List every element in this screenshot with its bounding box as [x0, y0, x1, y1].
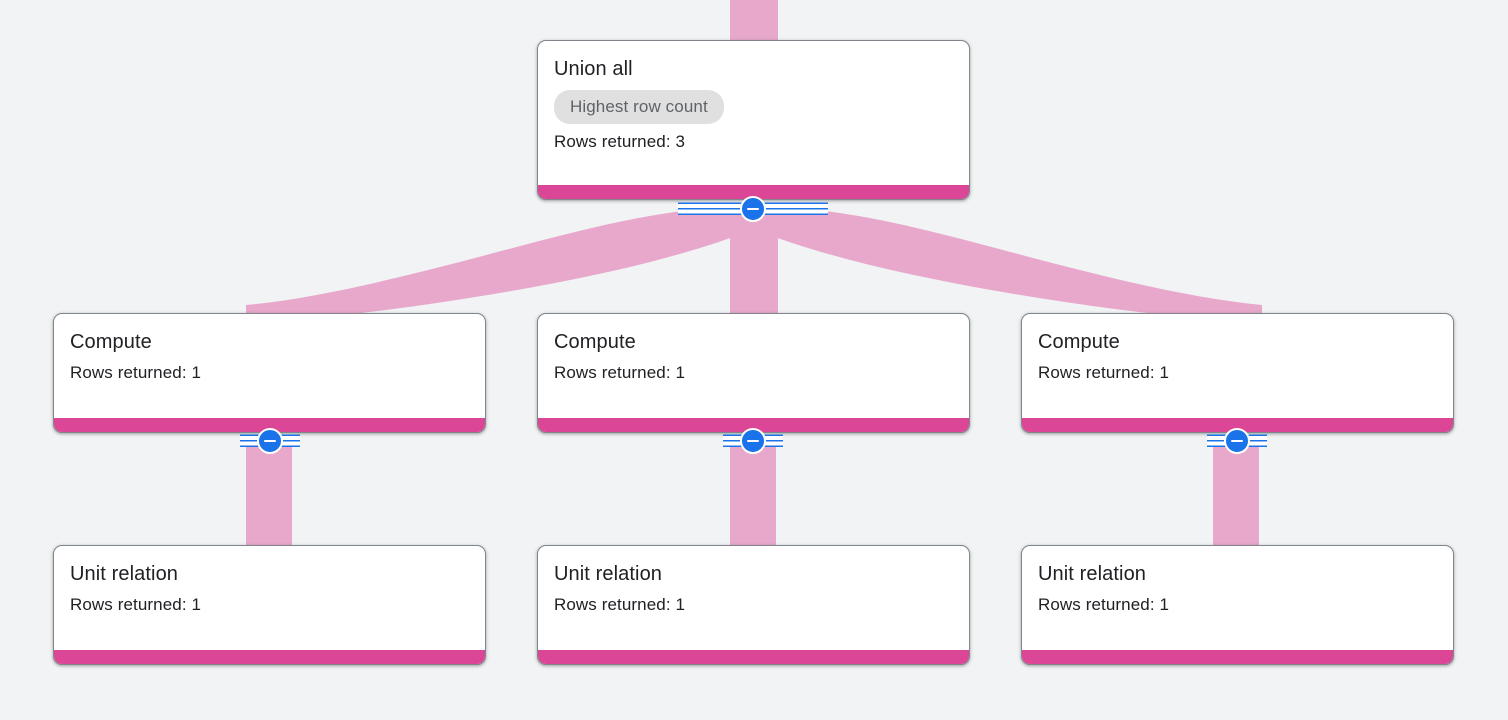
- collapse-toggle-compute-middle[interactable]: [723, 427, 783, 455]
- node-body: Union all Highest row count Rows returne…: [538, 41, 969, 185]
- minus-icon[interactable]: [1224, 428, 1250, 454]
- edge-union-to-compute-right: [778, 208, 1262, 330]
- minus-icon[interactable]: [740, 196, 766, 222]
- node-body: Unit relation Rows returned: 1: [538, 546, 969, 650]
- node-body: Unit relation Rows returned: 1: [54, 546, 485, 650]
- node-compute-middle[interactable]: Compute Rows returned: 1: [537, 313, 970, 433]
- node-rows-returned: Rows returned: 1: [70, 595, 202, 614]
- node-compute-right[interactable]: Compute Rows returned: 1: [1021, 313, 1454, 433]
- node-body: Compute Rows returned: 1: [538, 314, 969, 418]
- node-rows-returned: Rows returned: 1: [1038, 595, 1170, 614]
- node-title: Unit relation: [554, 563, 663, 585]
- node-accent-bar: [538, 650, 969, 664]
- status-badge: Highest row count: [554, 90, 724, 124]
- edge-compute-right-to-unit-right: [1213, 440, 1259, 550]
- node-title: Unit relation: [70, 563, 179, 585]
- node-accent-bar: [1022, 650, 1453, 664]
- node-body: Unit relation Rows returned: 1: [1022, 546, 1453, 650]
- node-unit-relation-middle[interactable]: Unit relation Rows returned: 1: [537, 545, 970, 665]
- node-title: Union all: [554, 58, 633, 80]
- node-rows-returned: Rows returned: 1: [70, 363, 202, 382]
- edge-union-to-compute-left: [246, 208, 730, 330]
- node-accent-bar: [54, 418, 485, 432]
- node-compute-left[interactable]: Compute Rows returned: 1: [53, 313, 486, 433]
- node-title: Compute: [70, 331, 152, 353]
- node-title: Compute: [1038, 331, 1120, 353]
- node-accent-bar: [1022, 418, 1453, 432]
- node-unit-relation-right[interactable]: Unit relation Rows returned: 1: [1021, 545, 1454, 665]
- node-rows-returned: Rows returned: 1: [554, 363, 686, 382]
- node-union-all[interactable]: Union all Highest row count Rows returne…: [537, 40, 970, 200]
- collapse-toggle-compute-left[interactable]: [240, 427, 300, 455]
- node-rows-returned: Rows returned: 3: [554, 132, 686, 151]
- node-accent-bar: [54, 650, 485, 664]
- edge-inbound-union: [730, 0, 778, 42]
- node-title: Unit relation: [1038, 563, 1147, 585]
- collapse-toggle-union-all[interactable]: [678, 195, 828, 223]
- node-rows-returned: Rows returned: 1: [554, 595, 686, 614]
- node-accent-bar: [538, 185, 969, 199]
- node-body: Compute Rows returned: 1: [1022, 314, 1453, 418]
- minus-icon[interactable]: [740, 428, 766, 454]
- collapse-toggle-compute-right[interactable]: [1207, 427, 1267, 455]
- node-accent-bar: [538, 418, 969, 432]
- node-unit-relation-left[interactable]: Unit relation Rows returned: 1: [53, 545, 486, 665]
- edge-compute-middle-to-unit-middle: [730, 440, 776, 550]
- edge-compute-left-to-unit-left: [246, 440, 292, 550]
- edge-union-to-compute-middle: [730, 208, 778, 318]
- node-title: Compute: [554, 331, 636, 353]
- node-rows-returned: Rows returned: 1: [1038, 363, 1170, 382]
- node-body: Compute Rows returned: 1: [54, 314, 485, 418]
- minus-icon[interactable]: [257, 428, 283, 454]
